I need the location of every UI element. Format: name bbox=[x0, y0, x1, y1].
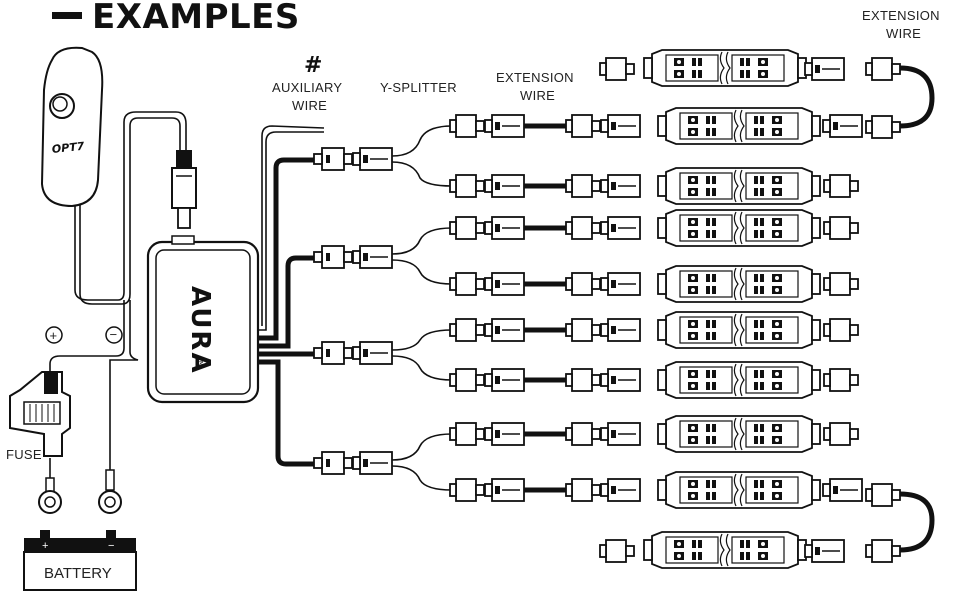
auxiliary-wire bbox=[258, 125, 325, 331]
light-row bbox=[449, 265, 859, 303]
light-rows bbox=[449, 107, 863, 509]
extension-top-wire-label: WIRE bbox=[886, 26, 921, 41]
light-row bbox=[449, 107, 863, 145]
page-title: EXAMPLES bbox=[92, 0, 300, 37]
y-splitter-label: Y-SPLITTER bbox=[380, 80, 457, 95]
light-row bbox=[449, 361, 859, 399]
light-row bbox=[449, 471, 863, 509]
auxiliary-label: AUXILIARY bbox=[272, 80, 342, 95]
bottom-module-loop bbox=[599, 483, 935, 569]
battery-label: BATTERY bbox=[44, 565, 112, 582]
aura-logo: AURA bbox=[185, 286, 215, 375]
ring-terminals bbox=[38, 469, 122, 514]
light-row bbox=[449, 167, 859, 205]
dimmer-brand: OPT7 bbox=[51, 140, 85, 156]
top-module-loop bbox=[599, 49, 935, 139]
extension-top-label: EXTENSION bbox=[862, 8, 940, 23]
auxiliary-symbol: # bbox=[304, 53, 322, 78]
controller-plug bbox=[171, 150, 197, 229]
dimmer-switch: OPT7 bbox=[40, 46, 104, 208]
battery-plus: + bbox=[42, 540, 48, 552]
battery: + − BATTERY bbox=[23, 530, 137, 591]
dimmer-cable bbox=[49, 111, 187, 480]
aura-tm: TM bbox=[196, 357, 204, 365]
controller-output-wires bbox=[258, 157, 318, 467]
aura-controller: AURA TM bbox=[146, 235, 260, 404]
extension-wire-label: WIRE bbox=[520, 88, 555, 103]
fuse-label: FUSE bbox=[6, 447, 42, 462]
plus-icon bbox=[45, 326, 63, 344]
y-splitter-wires bbox=[391, 125, 453, 491]
auxiliary-wire-label: WIRE bbox=[292, 98, 327, 113]
header-bar-icon bbox=[52, 12, 82, 19]
svg-text:−: − bbox=[110, 327, 118, 342]
minus-icon bbox=[105, 326, 123, 344]
y-splitter-group bbox=[313, 147, 393, 475]
light-row bbox=[449, 311, 859, 349]
fuse-holder bbox=[9, 371, 71, 457]
svg-text:+: + bbox=[50, 328, 58, 343]
light-row bbox=[449, 209, 859, 247]
light-row bbox=[449, 415, 859, 453]
battery-minus: − bbox=[108, 540, 114, 552]
extension-label: EXTENSION bbox=[496, 70, 574, 85]
